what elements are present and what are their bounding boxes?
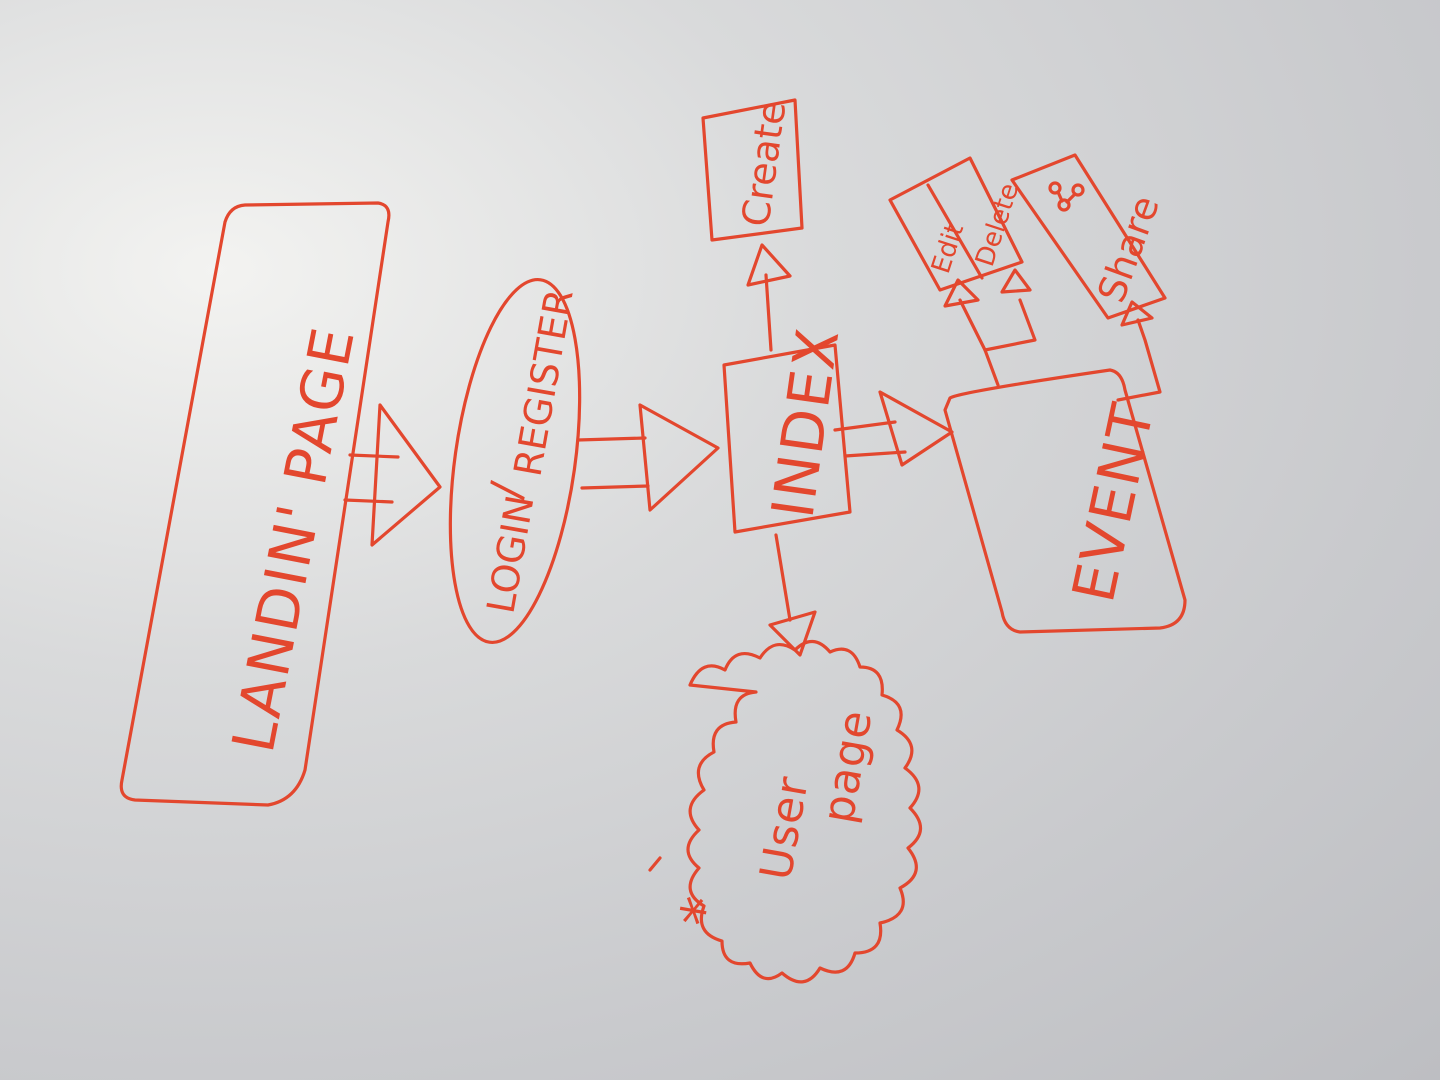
login-slash: / <box>481 477 534 501</box>
login-label: LOGIN <box>479 492 543 617</box>
delete-label: Delete <box>970 180 1025 271</box>
page-label: page <box>813 706 883 827</box>
arrow-login-to-index <box>576 403 720 512</box>
arrow-index-to-event <box>833 390 954 467</box>
edit-delete-node: Edit Delete <box>888 156 1025 292</box>
event-node: EVENT <box>943 368 1187 634</box>
arrow-index-to-create <box>746 243 792 352</box>
share-icon <box>1048 181 1085 212</box>
arrow-landing-to-login <box>343 403 442 547</box>
landing-page-label: LANDIN' PAGE <box>219 321 368 758</box>
login-register-ellipse <box>448 277 582 645</box>
edit-delete-divider <box>926 183 984 280</box>
landing-page-box <box>119 201 391 807</box>
event-label: EVENT <box>1059 396 1167 608</box>
arrow-event-to-share <box>1116 300 1162 402</box>
index-box <box>722 343 852 534</box>
login-register-node: LOGIN / REGISTER <box>448 277 582 645</box>
share-node: Share <box>1010 153 1168 320</box>
user-page-node: * User page <box>648 639 923 984</box>
index-node: INDEX <box>722 323 853 534</box>
create-box <box>701 98 804 242</box>
create-label: Create <box>733 98 794 229</box>
landing-page-node: LANDIN' PAGE <box>119 201 391 807</box>
event-box <box>943 368 1187 634</box>
user-label: User <box>751 772 819 884</box>
edit-label: Edit <box>926 220 970 277</box>
register-label: REGISTER <box>506 286 582 480</box>
arrow-index-to-user-page <box>768 533 817 657</box>
create-node: Create <box>701 98 804 242</box>
index-label: INDEX <box>759 323 853 522</box>
share-box <box>1010 153 1167 320</box>
asterisk-mark: * <box>667 890 739 932</box>
edit-delete-box <box>888 156 1024 292</box>
user-page-cloud <box>686 639 923 984</box>
cloud-tail <box>648 856 662 872</box>
arrow-event-to-edit-delete <box>943 268 1037 387</box>
share-label: Share <box>1089 190 1168 308</box>
